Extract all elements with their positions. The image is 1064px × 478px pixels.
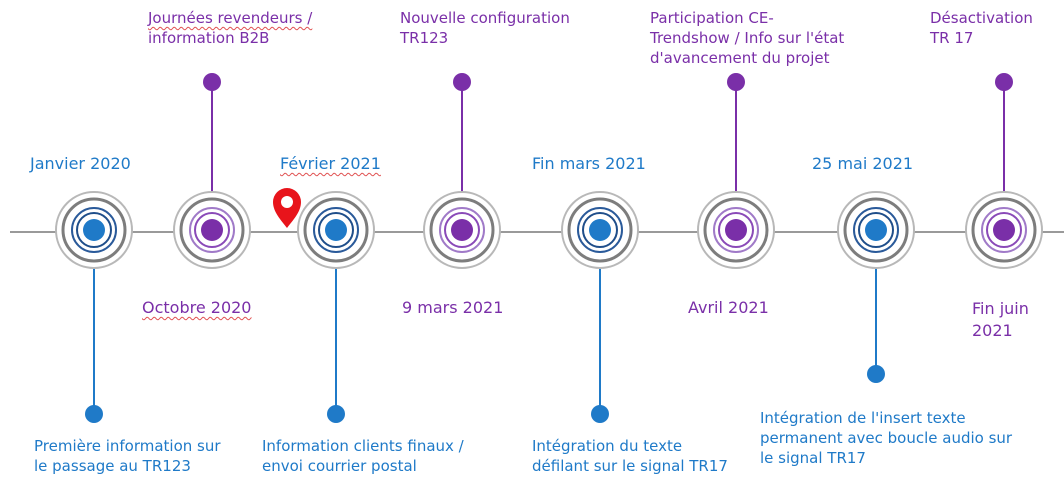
date-label: Avril 2021 xyxy=(688,298,769,317)
milestone-node xyxy=(837,191,915,383)
milestone-description: Nouvelle configuration TR123 xyxy=(400,9,570,47)
milestone-description: Première information sur le passage au T… xyxy=(34,437,221,475)
milestone-node xyxy=(965,73,1043,269)
milestone-node xyxy=(423,73,501,269)
milestone-description: Information clients finaux / envoi courr… xyxy=(262,437,464,475)
milestone-description: Intégration de l'insert texte permanent … xyxy=(760,409,1013,467)
date-label: Janvier 2020 xyxy=(30,154,131,173)
milestone-description: Participation CE- Trendshow / Info sur l… xyxy=(650,9,845,67)
date-label: Février 2021 xyxy=(280,154,381,173)
date-label: 25 mai 2021 xyxy=(812,154,914,173)
milestone-node xyxy=(173,73,251,269)
milestone-description: Intégration du texte défilant sur le sig… xyxy=(532,437,728,475)
date-label: Octobre 2020 xyxy=(142,298,252,317)
milestone-node xyxy=(297,191,375,423)
location-pin-icon xyxy=(273,188,301,228)
date-label: 9 mars 2021 xyxy=(402,298,504,317)
milestone-description: Désactivation TR 17 xyxy=(930,9,1033,47)
milestone-node xyxy=(697,73,775,269)
milestone-description: Journées revendeurs / information B2B xyxy=(148,9,313,47)
date-label: Fin mars 2021 xyxy=(532,154,646,173)
milestone-node xyxy=(561,191,639,423)
date-label: Fin juin 2021 xyxy=(972,299,1029,340)
milestone-node xyxy=(55,191,133,423)
